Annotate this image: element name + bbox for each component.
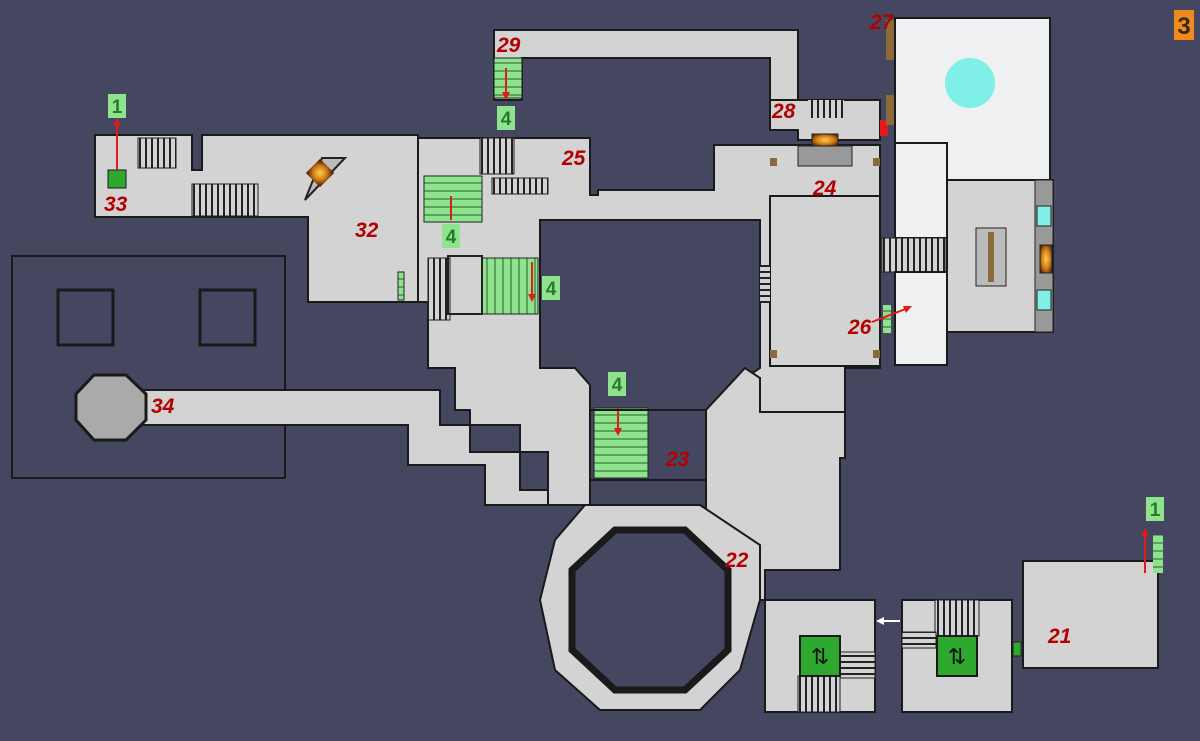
svg-text:28: 28 [771, 100, 796, 123]
svg-text:27: 27 [869, 11, 895, 34]
room-labels: 21 22 23 24 25 26 27 28 29 32 33 34 [104, 11, 1071, 648]
elevator-rooms: ⇅ ⇅ [764, 599, 1022, 713]
svg-text:4: 4 [501, 109, 512, 130]
svg-text:1: 1 [1150, 500, 1161, 521]
pool-icon [945, 58, 995, 108]
svg-text:4: 4 [546, 279, 557, 300]
svg-text:4: 4 [612, 375, 623, 396]
level-markers: 1 4 4 4 4 1 [108, 94, 1164, 521]
stairs-icon [107, 169, 127, 189]
svg-text:29: 29 [496, 34, 521, 57]
svg-text:33: 33 [104, 193, 128, 216]
svg-text:23: 23 [665, 448, 690, 471]
room-21 [1022, 560, 1159, 669]
elevator-icon [799, 635, 841, 677]
svg-text:32: 32 [355, 219, 379, 242]
svg-text:24: 24 [812, 177, 837, 200]
svg-text:4: 4 [446, 227, 457, 248]
room-34-area [11, 255, 549, 506]
svg-text:3: 3 [1177, 13, 1190, 40]
pillar-octagon [74, 373, 148, 442]
svg-text:1: 1 [112, 97, 123, 118]
svg-text:26: 26 [847, 316, 872, 339]
svg-text:⇅: ⇅ [948, 644, 966, 669]
svg-text:21: 21 [1047, 625, 1071, 648]
elevator-icon [936, 635, 978, 677]
lava-tile-icon [1039, 244, 1053, 274]
lava-tile-icon [811, 133, 839, 147]
svg-text:⇅: ⇅ [811, 644, 829, 669]
svg-text:22: 22 [724, 549, 749, 572]
svg-text:25: 25 [561, 147, 586, 170]
floor-badge: 3 [1174, 10, 1194, 40]
svg-text:34: 34 [151, 395, 175, 418]
room-25-area [417, 137, 881, 506]
room-22 [538, 504, 761, 711]
